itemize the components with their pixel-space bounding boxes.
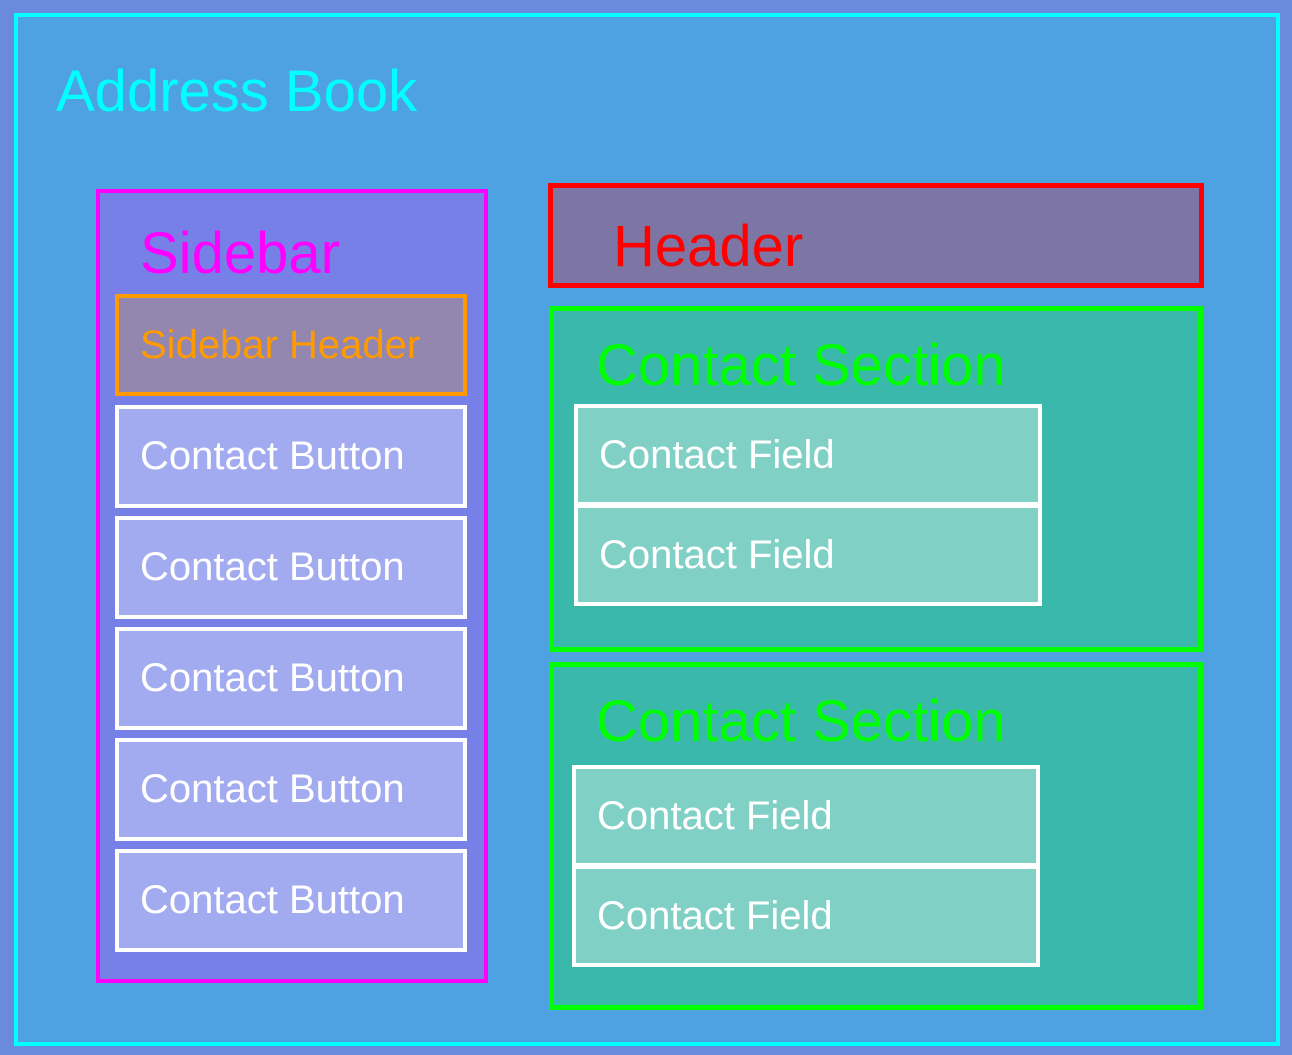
header-title: Header [613,214,804,279]
contact-field-label: Contact Field [599,532,835,577]
contact-section-title: Contact Section [596,689,1006,754]
contact-section: Contact Section Contact Field Contact Fi… [549,306,1203,652]
header: Header [548,183,1204,288]
sidebar-header-label: Sidebar Header [140,322,421,367]
sidebar-title: Sidebar [140,221,340,286]
address-book-window: Address Book Sidebar Sidebar Header Cont… [14,13,1280,1046]
contact-button[interactable]: Contact Button [115,738,467,841]
contact-field-label: Contact Field [599,432,835,477]
contact-button[interactable]: Contact Button [115,516,467,619]
sidebar-header: Sidebar Header [115,294,467,396]
contact-field-group: Contact Field Contact Field [574,404,1042,606]
contact-field-label: Contact Field [597,793,833,838]
contact-button-label: Contact Button [140,767,405,811]
contact-field[interactable]: Contact Field [578,508,1038,602]
contact-field[interactable]: Contact Field [576,869,1036,963]
contact-field-group: Contact Field Contact Field [572,765,1040,967]
contact-button-label: Contact Button [140,434,405,478]
contact-section-title: Contact Section [596,333,1006,398]
contact-section: Contact Section Contact Field Contact Fi… [549,662,1203,1010]
contact-field[interactable]: Contact Field [576,769,1036,863]
contact-button[interactable]: Contact Button [115,849,467,952]
contact-field[interactable]: Contact Field [578,408,1038,502]
contact-button-label: Contact Button [140,545,405,589]
contact-field-label: Contact Field [597,893,833,938]
contact-button-label: Contact Button [140,656,405,700]
contact-button[interactable]: Contact Button [115,405,467,508]
contact-button[interactable]: Contact Button [115,627,467,730]
contact-button-label: Contact Button [140,878,405,922]
sidebar: Sidebar Sidebar Header Contact Button Co… [96,189,488,983]
app-title: Address Book [56,59,418,124]
